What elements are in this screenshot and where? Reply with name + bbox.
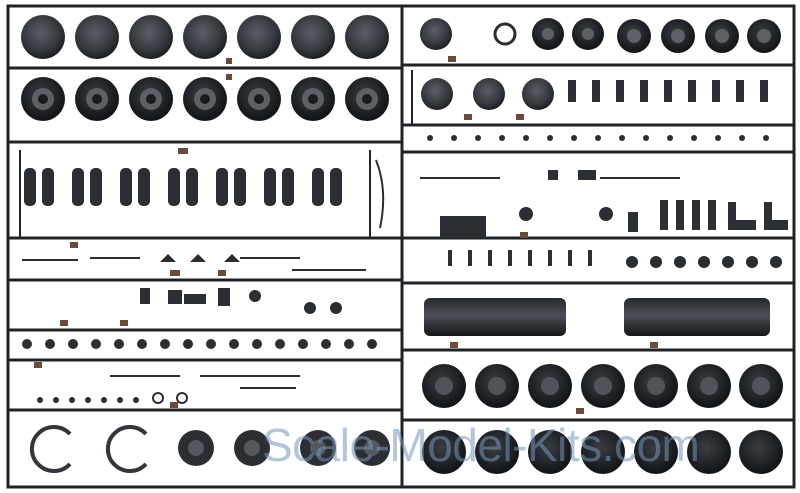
hubs-top-right: [420, 18, 781, 53]
shock-absorbers: [568, 80, 768, 102]
road-wheels-right-row-1: [422, 364, 783, 408]
pins: [37, 392, 188, 404]
sprue-frame: [6, 4, 796, 489]
misc-right-middle: [440, 170, 788, 238]
small-bolts: [427, 135, 769, 141]
wheel-caps-row: [626, 256, 782, 268]
track-rings: [29, 425, 148, 473]
road-wheels-row-2: [21, 77, 389, 121]
idler-hubs: [421, 78, 554, 110]
part-number-tags: [34, 56, 658, 414]
grab-handle: [375, 159, 385, 229]
valve-stems: [448, 250, 592, 266]
road-wheels-row-1: [21, 15, 389, 59]
small-discs: [22, 339, 377, 349]
sprocket-wheels: [178, 430, 390, 466]
suspension-arms: [24, 168, 342, 206]
thin-rods: [22, 257, 366, 271]
small-parts-left: [140, 254, 342, 314]
gun-barrels: [424, 298, 770, 336]
road-wheels-right-row-2: [422, 430, 783, 474]
